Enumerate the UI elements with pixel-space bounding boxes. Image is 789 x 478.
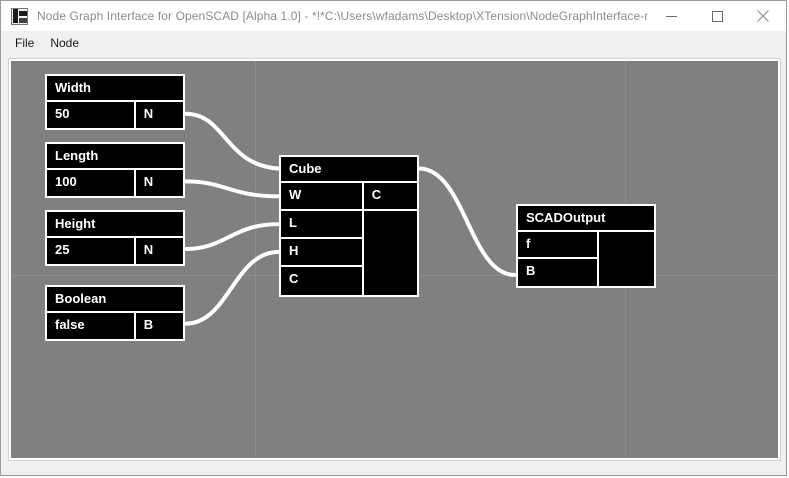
edge-height-to-cube-h <box>183 222 281 252</box>
node-input-port-h[interactable]: H <box>281 239 362 267</box>
node-input-column: 25 <box>47 238 136 264</box>
node-output-column: B <box>136 313 183 339</box>
node-port-cell[interactable]: N <box>143 242 154 257</box>
node-input-column: false <box>47 313 136 339</box>
app-icon <box>11 7 28 25</box>
node-port-cell[interactable]: N <box>143 106 154 121</box>
node-output-column: N <box>136 170 183 196</box>
edge-length-to-cube-l <box>183 179 281 199</box>
node-input-port-b[interactable]: B <box>526 263 536 278</box>
node-scadoutput[interactable]: SCADOutput f B <box>516 204 656 288</box>
graph-canvas[interactable]: Width 50 N Length 100 <box>11 61 778 458</box>
minimize-icon[interactable] <box>648 1 694 31</box>
node-length[interactable]: Length 100 N <box>45 142 185 198</box>
grid-line-vertical <box>255 61 256 458</box>
node-output-column <box>599 232 654 286</box>
node-input-column: 50 <box>47 102 136 128</box>
node-title: SCADOutput <box>518 206 654 232</box>
graph-canvas-frame: Width 50 N Length 100 <box>8 58 781 461</box>
title-bar[interactable]: Node Graph Interface for OpenSCAD [Alpha… <box>1 1 786 31</box>
node-value-cell[interactable]: 50 <box>55 106 70 121</box>
node-input-port-f[interactable]: f <box>518 232 597 259</box>
node-port-cell[interactable]: N <box>143 174 154 189</box>
node-title: Cube <box>281 157 417 183</box>
node-port-cell[interactable]: B <box>143 317 154 332</box>
node-body: 25 N <box>47 238 183 264</box>
node-output-filler <box>364 239 417 267</box>
edge-width-to-cube-w <box>183 111 281 171</box>
node-input-column: 100 <box>47 170 136 196</box>
node-cube[interactable]: Cube W L H C C <box>279 155 419 297</box>
node-body: f B <box>518 232 654 286</box>
edge-cube-c-to-scadoutput-b <box>416 166 517 277</box>
node-input-port-l[interactable]: L <box>281 211 362 239</box>
node-output-filler <box>599 259 654 286</box>
maximize-icon[interactable] <box>694 1 740 31</box>
node-output-filler <box>599 232 654 259</box>
menu-item-file[interactable]: File <box>15 35 35 50</box>
node-output-column: N <box>136 102 183 128</box>
node-body: false B <box>47 313 183 339</box>
node-output-column: N <box>136 238 183 264</box>
edge-boolean-to-cube-c <box>183 250 281 326</box>
node-value-cell[interactable]: 25 <box>55 242 70 257</box>
node-body: 100 N <box>47 170 183 196</box>
node-input-column: W L H C <box>281 183 364 295</box>
close-icon[interactable] <box>740 1 786 31</box>
menu-bar: File Node <box>1 31 786 55</box>
node-width[interactable]: Width 50 N <box>45 74 185 130</box>
node-title: Boolean <box>47 287 183 313</box>
node-body: 50 N <box>47 102 183 128</box>
node-boolean[interactable]: Boolean false B <box>45 285 185 341</box>
node-title: Length <box>47 144 183 170</box>
node-value-cell[interactable]: 100 <box>55 174 77 189</box>
node-height[interactable]: Height 25 N <box>45 210 185 266</box>
node-input-port-c[interactable]: C <box>289 271 299 286</box>
window-controls <box>648 1 786 31</box>
node-value-cell[interactable]: false <box>55 317 85 332</box>
node-output-filler <box>364 211 417 239</box>
node-input-column: f B <box>518 232 599 286</box>
node-title: Width <box>47 76 183 102</box>
window-title: Node Graph Interface for OpenSCAD [Alpha… <box>37 9 648 23</box>
menu-item-node[interactable]: Node <box>50 35 80 50</box>
node-title: Height <box>47 212 183 238</box>
node-input-port-w[interactable]: W <box>281 183 362 211</box>
node-output-filler <box>364 267 417 295</box>
node-output-column: C <box>363 183 417 295</box>
node-body: W L H C C <box>281 183 417 295</box>
node-output-port-c[interactable]: C <box>363 183 417 211</box>
